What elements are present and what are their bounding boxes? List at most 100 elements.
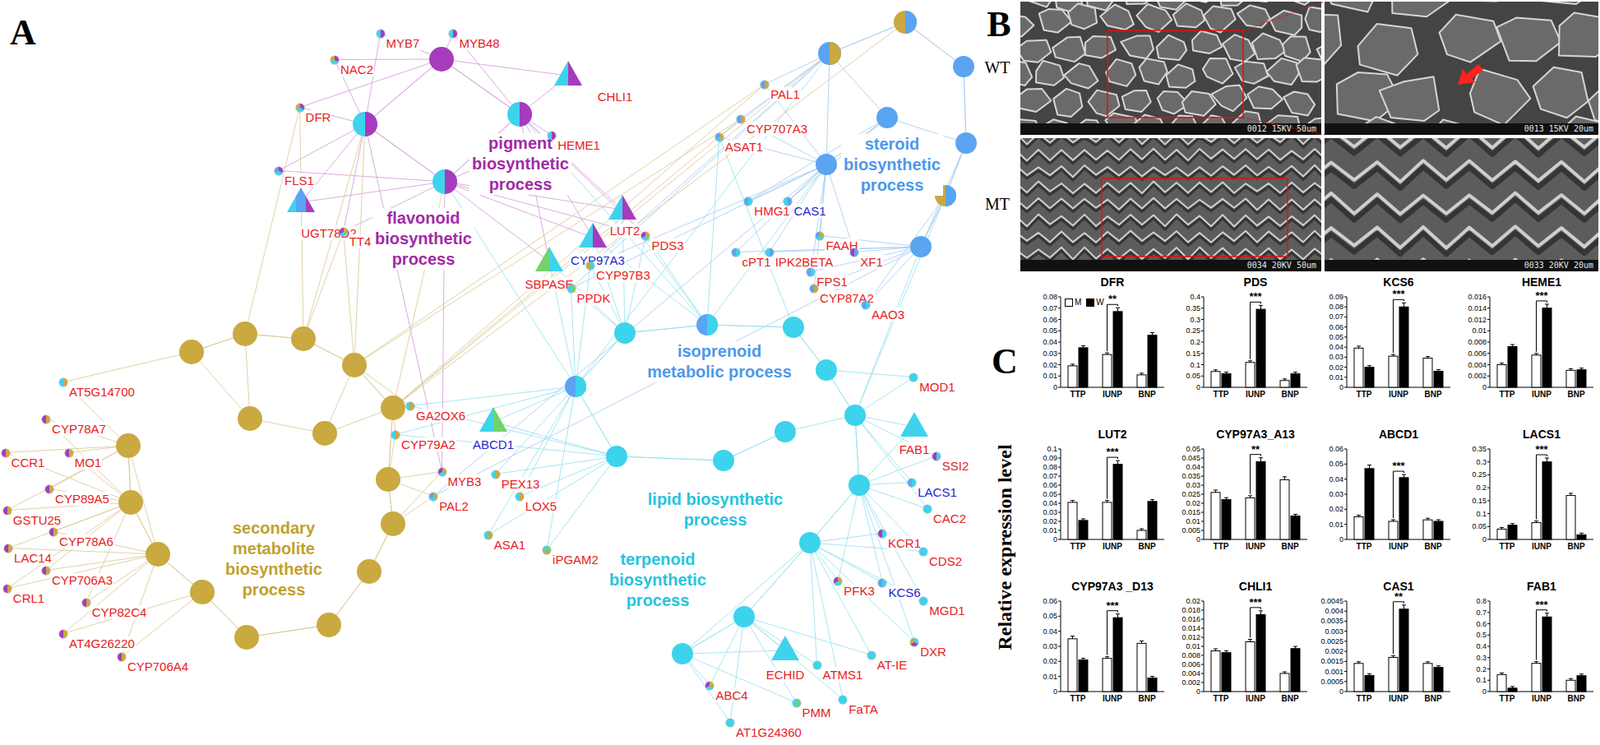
chart-title: LACS1 bbox=[1522, 427, 1561, 441]
bar-w bbox=[1256, 461, 1266, 540]
term-circle-half bbox=[365, 111, 378, 137]
x-label: TTP bbox=[1356, 693, 1373, 704]
error-bar bbox=[1544, 304, 1550, 309]
network-link bbox=[744, 616, 843, 700]
tick-label: 0.25 bbox=[1185, 326, 1201, 335]
tick-mark bbox=[1344, 316, 1347, 318]
pie-marker bbox=[919, 596, 928, 606]
error-bar bbox=[1282, 379, 1287, 381]
network-link bbox=[63, 351, 192, 383]
network-link bbox=[764, 53, 830, 85]
error-bar bbox=[1224, 497, 1229, 500]
network-link bbox=[388, 407, 394, 480]
tick-label-holder: 0.04 bbox=[1042, 499, 1058, 508]
error-bar bbox=[1115, 460, 1120, 465]
x-label-holder: BNP bbox=[1137, 389, 1156, 400]
triangle-marker bbox=[479, 406, 508, 432]
info-bar bbox=[1324, 123, 1599, 135]
network-link bbox=[855, 377, 914, 417]
gene-label: TT4 bbox=[348, 234, 373, 249]
error-bar bbox=[1293, 372, 1298, 375]
network-link bbox=[191, 333, 246, 352]
epidermal-cell bbox=[1137, 4, 1173, 33]
network-link bbox=[682, 616, 745, 654]
tick-label-holder: 0.002 bbox=[1181, 678, 1201, 687]
tick-label: 0.005 bbox=[1181, 526, 1201, 535]
network-link bbox=[624, 324, 708, 333]
epidermal-cell bbox=[1182, 91, 1217, 116]
bar-m bbox=[1137, 530, 1147, 540]
tick-mark bbox=[1058, 448, 1061, 450]
bar-m bbox=[1102, 658, 1112, 692]
bar-w bbox=[1078, 347, 1088, 388]
bar-w bbox=[1542, 308, 1552, 388]
gene-label: PAL1 bbox=[769, 87, 801, 102]
error-bar bbox=[1367, 465, 1372, 469]
gene-label: PFK3 bbox=[842, 583, 876, 598]
tick-label-holder: 0.03 bbox=[1328, 490, 1344, 499]
error-bar bbox=[1213, 490, 1218, 493]
network-link bbox=[785, 415, 856, 432]
epidermal-cell bbox=[1324, 127, 1352, 135]
gene-pie-node: iPGAM2 bbox=[551, 552, 600, 567]
network-link bbox=[246, 624, 329, 638]
significance-bracket bbox=[1393, 471, 1405, 518]
network-link bbox=[571, 288, 625, 334]
tick-label-holder: 0.01 bbox=[1471, 326, 1487, 335]
pie-marker bbox=[484, 531, 493, 540]
epidermal-cell bbox=[1470, 69, 1531, 125]
significance-holder: *** bbox=[1535, 600, 1548, 611]
surface-ridge-shadow bbox=[1324, 199, 1599, 222]
sem-info-holder: 0033 20KV 20um bbox=[1524, 260, 1594, 271]
network-link bbox=[303, 338, 355, 366]
x-label: TTP bbox=[1070, 693, 1087, 704]
x-label-holder: BNP bbox=[1280, 541, 1299, 552]
network-link bbox=[645, 235, 708, 326]
significance-holder: *** bbox=[1105, 601, 1119, 611]
epidermal-cell bbox=[1296, 57, 1322, 82]
tick-mark bbox=[1058, 503, 1061, 505]
significance: *** bbox=[1105, 447, 1119, 458]
gene-pie-node: KCS6 bbox=[887, 585, 921, 600]
pie-marker bbox=[760, 80, 769, 89]
tick-mark bbox=[1058, 521, 1061, 523]
x-label-holder: TTP bbox=[1213, 541, 1230, 552]
tick-label-holder: 0 bbox=[1339, 535, 1344, 544]
bar-w bbox=[1399, 477, 1409, 540]
error-bar bbox=[1367, 365, 1372, 368]
bar-w bbox=[1507, 346, 1517, 389]
surface-ridge bbox=[1020, 231, 1322, 243]
panel-letter: B bbox=[986, 4, 1011, 45]
x-label-holder: lUNP bbox=[1531, 693, 1552, 704]
bar-w bbox=[1290, 515, 1300, 540]
error-bar bbox=[1224, 650, 1229, 653]
tick-mark bbox=[1344, 691, 1347, 693]
zoom-guide bbox=[1243, 1, 1325, 31]
error-bar bbox=[1105, 656, 1110, 659]
tick-mark bbox=[1201, 637, 1204, 639]
x-label-holder: lUNP bbox=[1388, 389, 1409, 400]
network-link bbox=[343, 124, 366, 232]
tick-mark bbox=[1201, 457, 1204, 459]
tick-mark bbox=[1344, 387, 1347, 389]
error-bar bbox=[1081, 345, 1086, 347]
epidermal-cell bbox=[1533, 67, 1589, 119]
term-circle bbox=[910, 235, 932, 258]
network-link bbox=[809, 533, 883, 544]
tick-mark bbox=[1201, 352, 1204, 354]
network-link bbox=[354, 119, 741, 366]
gene-pie-node: CYP706A3 bbox=[50, 573, 114, 588]
network-link bbox=[388, 479, 394, 524]
network-link bbox=[809, 542, 883, 583]
error-bar bbox=[1401, 302, 1406, 307]
pie-marker bbox=[3, 584, 12, 593]
y-axis bbox=[1346, 601, 1348, 692]
sem-photo bbox=[1324, 138, 1599, 272]
tick-label-holder: 0 bbox=[1196, 535, 1201, 544]
tick-label: 0 bbox=[1339, 535, 1344, 544]
x-axis bbox=[1203, 691, 1308, 693]
category-label-holder: flavonoid biosynthetic process bbox=[372, 208, 475, 270]
network-link bbox=[855, 415, 915, 427]
bar-w bbox=[1221, 499, 1231, 540]
error-bar bbox=[1391, 354, 1396, 357]
